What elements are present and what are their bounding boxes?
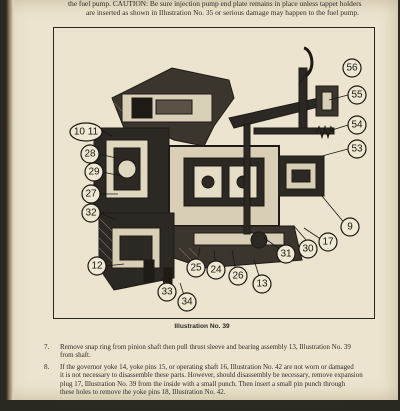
callout-55: 55 xyxy=(347,85,367,105)
callout-9: 9 xyxy=(340,217,360,237)
step-line: If the governor yoke 14, yoke pins 15, o… xyxy=(60,362,354,371)
svg-text:24: 24 xyxy=(210,265,222,276)
step-body: Remove cup plug 19 and snap ring 20 Illu… xyxy=(60,399,396,407)
svg-text:32: 32 xyxy=(85,208,97,219)
fuel-pump-diagram: 56 55 54 53 10 11 28 29 27 32 12 33 34 2… xyxy=(69,46,367,312)
svg-text:54: 54 xyxy=(351,120,363,131)
binding-gutter xyxy=(6,0,14,400)
step-number: 7. xyxy=(44,343,50,351)
step-line: plug 17, Illustration No. 39 from the in… xyxy=(60,379,346,388)
callout-28: 28 xyxy=(80,144,100,164)
svg-text:12: 12 xyxy=(91,261,103,272)
callout-29: 29 xyxy=(84,162,104,182)
callout-25: 25 xyxy=(186,258,206,278)
step-body: If the governor yoke 14, yoke pins 15, o… xyxy=(60,363,396,397)
svg-text:27: 27 xyxy=(85,189,97,200)
svg-text:33: 33 xyxy=(161,287,173,298)
svg-text:17: 17 xyxy=(322,237,334,248)
step-line: from shaft. xyxy=(60,351,91,360)
instruction-steps: 7. Remove snap ring from pinion shaft th… xyxy=(44,343,396,411)
svg-text:25: 25 xyxy=(190,263,202,274)
svg-text:53: 53 xyxy=(351,144,363,155)
callout-54: 54 xyxy=(347,115,367,135)
svg-text:26: 26 xyxy=(232,271,244,282)
callout-17: 17 xyxy=(318,232,338,252)
callout-56: 56 xyxy=(342,58,362,78)
callout-10-11: 10 11 xyxy=(69,122,103,142)
header-line-2: are inserted as shown in Illustration No… xyxy=(86,7,359,17)
callout-31: 31 xyxy=(276,244,296,264)
svg-text:31: 31 xyxy=(280,249,292,260)
manual-page: the fuel pump. CAUTION: Be sure injectio… xyxy=(6,0,398,407)
callout-26: 26 xyxy=(228,266,248,286)
svg-text:34: 34 xyxy=(181,297,193,308)
callout-30: 30 xyxy=(298,239,318,259)
callout-53: 53 xyxy=(347,139,367,159)
callout-13: 13 xyxy=(252,274,272,294)
illustration-frame: 56 55 54 53 10 11 28 29 27 32 12 33 34 2… xyxy=(53,27,375,319)
svg-text:29: 29 xyxy=(88,167,100,178)
callout-24: 24 xyxy=(206,260,226,280)
step-7: 7. Remove snap ring from pinion shaft th… xyxy=(44,343,396,360)
svg-text:10 11: 10 11 xyxy=(74,127,99,138)
svg-text:55: 55 xyxy=(351,90,363,101)
callout-34: 34 xyxy=(177,292,197,312)
svg-text:30: 30 xyxy=(302,244,314,255)
illustration-caption: Illustration No. 39 xyxy=(174,323,230,330)
step-line: Remove snap ring from pinion shaft then … xyxy=(60,343,351,351)
svg-text:13: 13 xyxy=(256,279,268,290)
header-paragraph: the fuel pump. CAUTION: Be sure injectio… xyxy=(68,0,398,17)
header-line-1: the fuel pump. CAUTION: Be sure injectio… xyxy=(68,0,362,8)
callout-33: 33 xyxy=(157,282,177,302)
step-number: 8. xyxy=(44,362,50,371)
step-8: 8. If the governor yoke 14, yoke pins 15… xyxy=(44,363,396,397)
callout-27: 27 xyxy=(81,184,101,204)
step-line: these holes to remove the yoke pins 18, … xyxy=(60,388,226,397)
step-line: it is not necessary to disassemble these… xyxy=(60,371,363,380)
svg-text:9: 9 xyxy=(347,222,353,233)
step-line: Remove cup plug 19 and snap ring 20 Illu… xyxy=(60,399,343,408)
svg-text:28: 28 xyxy=(84,149,96,160)
step-number: 9. xyxy=(44,399,50,408)
step-9: 9. Remove cup plug 19 and snap ring 20 I… xyxy=(44,399,396,407)
callout-12: 12 xyxy=(87,256,107,276)
step-body: Remove snap ring from pinion shaft then … xyxy=(60,343,396,360)
callout-32: 32 xyxy=(81,203,101,223)
svg-text:56: 56 xyxy=(346,63,358,74)
